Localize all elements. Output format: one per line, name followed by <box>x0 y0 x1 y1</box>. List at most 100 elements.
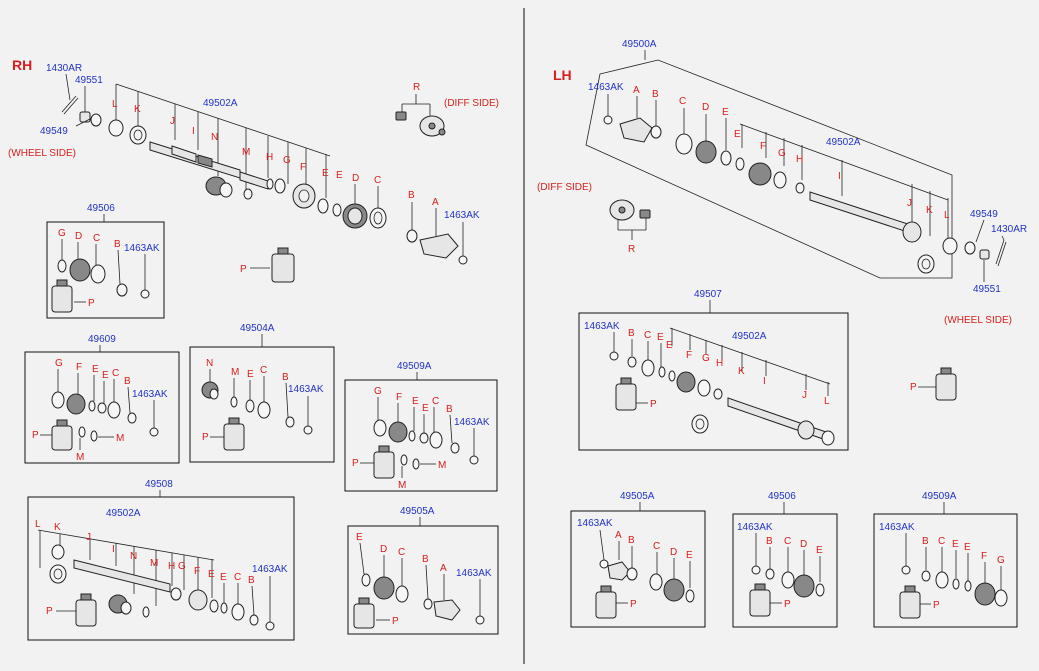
k6-B: B <box>422 554 429 565</box>
k5-B: B <box>248 575 255 586</box>
k10-F: F <box>981 551 987 562</box>
k2-F: F <box>76 362 82 373</box>
k4-E2: E <box>422 403 429 414</box>
lh-1430AR: 1430AR <box>991 224 1027 235</box>
letter-C: C <box>374 175 381 186</box>
k1-D: D <box>75 231 82 242</box>
k5-E2: E <box>220 572 227 583</box>
k2-M2: M <box>76 452 84 463</box>
letter-E2: E <box>336 170 343 181</box>
k5-49502A: 49502A <box>106 508 141 519</box>
k5-F: F <box>194 566 200 577</box>
k10-P: P <box>933 600 940 611</box>
lh-I: I <box>838 171 841 182</box>
k10-1463AK: 1463AK <box>879 522 915 533</box>
k5-P: P <box>46 606 53 617</box>
k2-E2: E <box>102 370 109 381</box>
k8-D: D <box>670 547 677 558</box>
k5-N: N <box>130 551 137 562</box>
k5-M: M <box>150 558 158 569</box>
k4-G: G <box>374 386 382 397</box>
k5-K: K <box>54 522 61 533</box>
kit-49508: 49508 49502A L K J I N M H G F E E C B 1… <box>27 479 295 641</box>
label-49502A-rh: 49502A <box>203 98 238 109</box>
letter-R-rh: R <box>413 82 420 93</box>
k8-A: A <box>615 530 622 541</box>
k4-M: M <box>438 460 446 471</box>
k8-P: P <box>630 599 637 610</box>
k4-B: B <box>446 404 453 415</box>
k7-K: K <box>738 366 745 377</box>
k6-A: A <box>440 563 447 574</box>
k10-B: B <box>922 536 929 547</box>
k6-D: D <box>380 544 387 555</box>
k5-1463AK: 1463AK <box>252 564 288 575</box>
k2-C: C <box>112 368 119 379</box>
k7-C: C <box>644 330 651 341</box>
k3-E: E <box>247 369 254 380</box>
label-49500A: 49500A <box>622 39 657 50</box>
label-49504A: 49504A <box>240 323 275 334</box>
lh-E2: E <box>734 129 741 140</box>
k5-J: J <box>86 532 91 543</box>
k3-P: P <box>202 432 209 443</box>
k1-B: B <box>114 239 121 250</box>
k4-C: C <box>432 396 439 407</box>
letter-F: F <box>300 162 306 173</box>
wheel-side-note-rh: (WHEEL SIDE) <box>8 148 76 159</box>
k1-P: P <box>88 298 95 309</box>
lh-L: L <box>944 210 950 221</box>
k8-E: E <box>686 550 693 561</box>
k5-C: C <box>234 572 241 583</box>
kit-49507: 49507 1463AK B C E 49502A E F G H K I J … <box>578 289 849 451</box>
label-1430AR-rh: 1430AR <box>46 63 82 74</box>
k10-G: G <box>997 555 1005 566</box>
k6-C: C <box>398 547 405 558</box>
k4-P: P <box>352 458 359 469</box>
letter-D: D <box>352 173 359 184</box>
k5-L: L <box>35 519 41 530</box>
k2-E: E <box>92 364 99 375</box>
k3-N: N <box>206 358 213 369</box>
k3-M: M <box>231 367 239 378</box>
label-49505A-lh: 49505A <box>620 491 655 502</box>
lh-C: C <box>679 96 686 107</box>
kit-49506-rh: 49506 G D C B 1463AK P <box>46 203 165 319</box>
k4-E: E <box>412 396 419 407</box>
k4-1463AK: 1463AK <box>454 417 490 428</box>
k5-G: G <box>178 561 186 572</box>
k2-M: M <box>116 433 124 444</box>
label-49609: 49609 <box>88 334 116 345</box>
k7-49502A: 49502A <box>732 331 767 342</box>
rh-section: RH 1430AR 49551 49549 (WHEEL SIDE) 49502… <box>8 57 499 283</box>
letter-M: M <box>242 147 250 158</box>
lh-title: LH <box>553 67 572 83</box>
k8-1463AK: 1463AK <box>577 518 613 529</box>
k6-1463AK: 1463AK <box>456 568 492 579</box>
lh-F: F <box>760 141 766 152</box>
label-49549-rh: 49549 <box>40 126 68 137</box>
k7-J: J <box>802 390 807 401</box>
lh-H: H <box>796 154 803 165</box>
lh-K: K <box>926 205 933 216</box>
k5-E: E <box>208 569 215 580</box>
k9-C: C <box>784 536 791 547</box>
kit-49504A: 49504A N M E C B 1463AK P <box>189 323 335 463</box>
lh-R: R <box>628 244 635 255</box>
label-49551-rh: 49551 <box>75 75 103 86</box>
k4-F: F <box>396 392 402 403</box>
letter-P-rh: P <box>240 264 247 275</box>
kit-49505A-lh: 49505A 1463AK A B C D E P <box>570 491 706 628</box>
k7-B: B <box>628 328 635 339</box>
k2-B: B <box>124 376 131 387</box>
lh-section: LH 49500A 1463AK A B C D E 49502A E F G <box>537 39 1027 401</box>
lh-B: B <box>652 89 659 100</box>
wheel-side-note-lh: (WHEEL SIDE) <box>944 315 1012 326</box>
letter-J: J <box>170 116 175 127</box>
k7-I: I <box>763 376 766 387</box>
label-49509A-rh: 49509A <box>397 361 432 372</box>
k7-P: P <box>650 399 657 410</box>
lh-1463AK-a: 1463AK <box>588 82 624 93</box>
kit-49509A-lh: 49509A 1463AK B C E E F G P <box>873 491 1018 628</box>
label-49508: 49508 <box>145 479 173 490</box>
